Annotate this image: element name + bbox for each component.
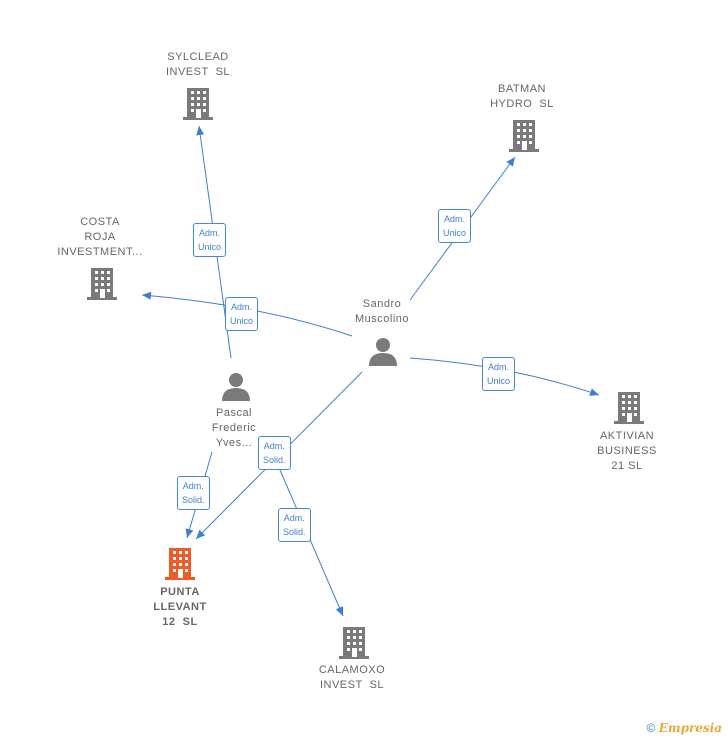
aktivian-building-icon[interactable] <box>613 390 645 429</box>
node-label-costa[interactable]: COSTA ROJA INVESTMENT... <box>57 216 143 258</box>
edge-label-sandro-costa: Adm. Unico <box>225 297 259 331</box>
punta-building-icon[interactable] <box>164 546 196 585</box>
node-label-aktivian[interactable]: AKTIVIAN BUSINESS 21 SL <box>597 430 657 472</box>
brand-logo[interactable]: Empresia <box>658 721 722 735</box>
node-label-sandro[interactable]: Sandro Muscolino <box>354 298 410 325</box>
node-label-calamoxo[interactable]: CALAMOXO INVEST SL <box>318 664 386 691</box>
edge-sandro-calamoxo <box>279 469 344 617</box>
sandro-person-icon[interactable] <box>368 336 398 371</box>
costa-building-icon[interactable] <box>86 266 118 305</box>
edge-label-pascal-punta: Adm. Solid. <box>177 476 210 510</box>
node-label-punta[interactable]: PUNTA LLEVANT 12 SL <box>153 586 207 628</box>
node-label-batman[interactable]: BATMAN HYDRO SL <box>490 83 554 110</box>
edge-label-sandro-punta: Adm. Solid. <box>258 436 291 470</box>
copyright-icon: © <box>646 721 656 735</box>
calamoxo-building-icon[interactable] <box>338 625 370 664</box>
batman-building-icon[interactable] <box>508 118 540 157</box>
footer-credit: © Empresia <box>647 721 722 735</box>
sylclead-building-icon[interactable] <box>182 86 214 125</box>
pascal-person-icon[interactable] <box>221 371 251 406</box>
node-label-pascal[interactable]: Pascal Frederic Yves... <box>211 407 257 449</box>
node-label-sylclead[interactable]: SYLCLEAD INVEST SL <box>165 51 231 78</box>
edge-label-pascal-sylclead: Adm. Unico <box>193 223 227 257</box>
edge-label-sandro-calamoxo: Adm. Solid. <box>278 508 311 542</box>
edge-label-sandro-batman: Adm. Unico <box>438 209 472 243</box>
edge-label-sandro-aktivian: Adm. Unico <box>482 357 516 391</box>
edges <box>141 125 600 617</box>
